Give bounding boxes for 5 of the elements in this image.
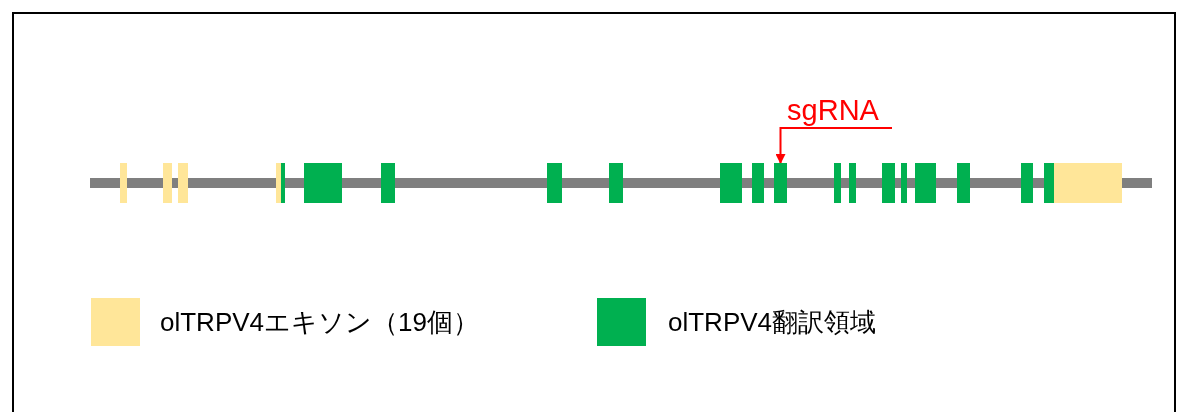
- legend-label: olTRPV4エキソン（19個）: [160, 306, 479, 339]
- leader-arrow: [775, 127, 893, 164]
- sgrna-label: sgRNA: [778, 92, 888, 128]
- exon-bar: [774, 163, 787, 203]
- legend-label: olTRPV4翻訳領域: [668, 306, 877, 339]
